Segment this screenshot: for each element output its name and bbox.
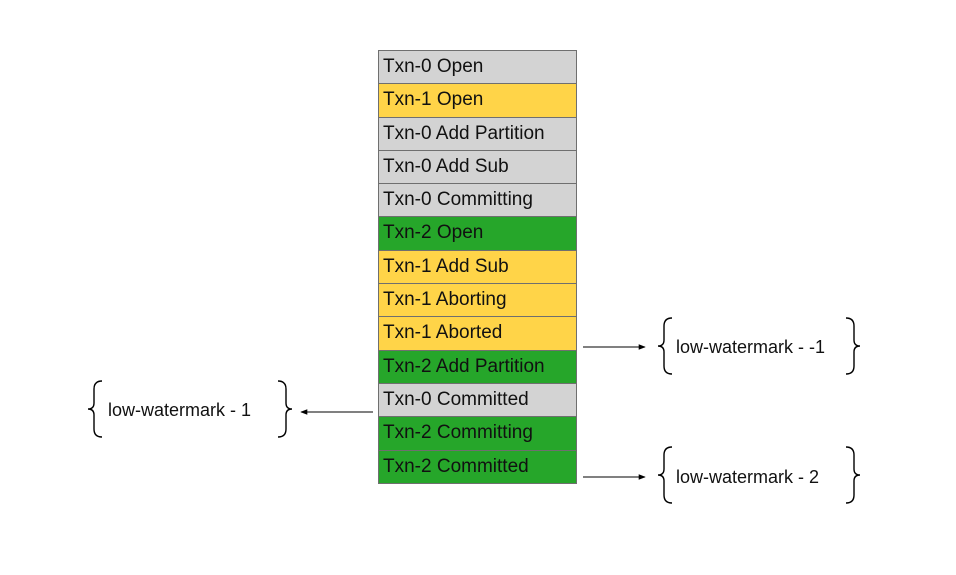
log-entry: Txn-1 Add Sub	[378, 249, 577, 285]
right-brace	[277, 380, 293, 438]
log-entry: Txn-0 Add Partition	[378, 116, 577, 151]
log-entry: Txn-2 Add Partition	[378, 349, 577, 384]
left-brace	[657, 317, 673, 375]
log-entry: Txn-1 Aborted	[378, 316, 577, 351]
log-entry: Txn-0 Committed	[378, 382, 577, 418]
log-entry: Txn-2 Committed	[378, 449, 577, 484]
log-entry: Txn-0 Open	[378, 50, 577, 85]
low-watermark-label: low-watermark - 2	[676, 467, 820, 487]
log-entry: Txn-0 Add Sub	[378, 149, 577, 185]
low-watermark-label: low-watermark - -1	[676, 337, 826, 357]
log-entry: Txn-1 Aborting	[378, 283, 577, 318]
left-brace	[87, 380, 103, 438]
low-watermark-label: low-watermark - 1	[108, 400, 252, 420]
log-entry: Txn-2 Open	[378, 216, 577, 251]
log-entry: Txn-2 Committing	[378, 416, 577, 451]
log-entry: Txn-1 Open	[378, 83, 577, 118]
right-brace	[845, 446, 861, 504]
right-brace	[845, 317, 861, 375]
transaction-log-stack: Txn-0 Open Txn-1 Open Txn-0 Add Partitio…	[378, 50, 577, 484]
log-entry: Txn-0 Committing	[378, 183, 577, 218]
left-brace	[657, 446, 673, 504]
